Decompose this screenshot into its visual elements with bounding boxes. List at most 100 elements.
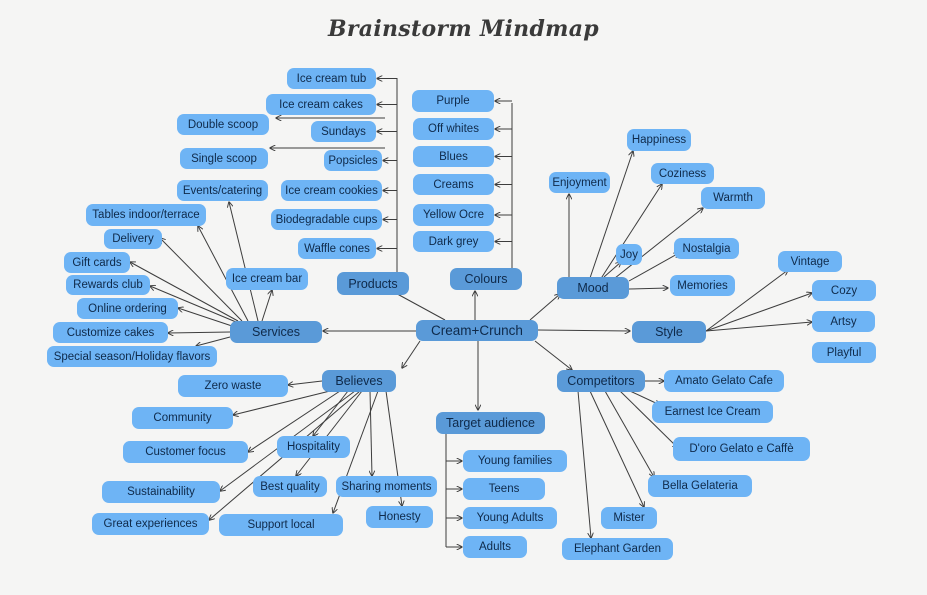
colours-item-creams[interactable]: Creams: [413, 174, 494, 195]
products-item-popsicles[interactable]: Popsicles: [324, 150, 382, 171]
believes-item-sustainability[interactable]: Sustainability: [102, 481, 220, 503]
competitors-item-elephant-garden[interactable]: Elephant Garden: [562, 538, 673, 560]
competitors-item-d-oro-gelato-e-caff[interactable]: D'oro Gelato e Caffè: [673, 437, 810, 461]
colours-item-blues[interactable]: Blues: [413, 146, 494, 167]
edge-mood-1: [589, 151, 633, 279]
products-item-ice-cream-tub[interactable]: Ice cream tub: [287, 68, 376, 89]
edge-believes-5: [296, 390, 363, 476]
category-target[interactable]: Target audience: [436, 412, 545, 434]
colours-item-off-whites[interactable]: Off whites: [413, 118, 494, 140]
believes-item-best-quality[interactable]: Best quality: [253, 476, 327, 497]
target-item-young-families[interactable]: Young families: [463, 450, 567, 472]
services-item-tables-indoor-terrace[interactable]: Tables indoor/terrace: [86, 204, 206, 226]
competitors-item-earnest-ice-cream[interactable]: Earnest Ice Cream: [652, 401, 773, 423]
category-mood[interactable]: Mood: [557, 277, 629, 299]
services-item-online-ordering[interactable]: Online ordering: [77, 298, 178, 319]
edge-center-to-style: [537, 330, 630, 331]
services-item-customize-cakes[interactable]: Customize cakes: [53, 322, 168, 343]
mood-item-memories[interactable]: Memories: [670, 275, 735, 296]
edge-competitors-2: [619, 390, 678, 448]
target-item-teens[interactable]: Teens: [463, 478, 545, 500]
services-item-single-scoop[interactable]: Single scoop: [180, 148, 268, 169]
colours-item-dark-grey[interactable]: Dark grey: [413, 231, 494, 252]
products-item-waffle-cones[interactable]: Waffle cones: [298, 238, 376, 259]
category-competitors[interactable]: Competitors: [557, 370, 645, 392]
products-item-ice-cream-cookies[interactable]: Ice cream cookies: [281, 180, 382, 201]
edge-services-5: [130, 262, 239, 322]
services-item-gift-cards[interactable]: Gift cards: [64, 252, 130, 273]
edge-mood-3: [609, 208, 703, 283]
mood-item-happiness[interactable]: Happiness: [627, 129, 691, 151]
competitors-item-amato-gelato-cafe[interactable]: Amato Gelato Cafe: [664, 370, 784, 392]
page-title: Brainstorm Mindmap: [328, 16, 599, 42]
edge-services-9: [196, 336, 231, 346]
target-item-adults[interactable]: Adults: [463, 536, 527, 558]
edge-style-2: [705, 322, 812, 332]
edge-services-2: [229, 202, 259, 322]
competitors-item-bella-gelateria[interactable]: Bella Gelateria: [648, 475, 752, 497]
products-item-biodegradable-cups[interactable]: Biodegradable cups: [271, 209, 382, 230]
style-item-playful[interactable]: Playful: [812, 342, 876, 363]
edge-style-0: [705, 270, 788, 332]
edge-services-4: [160, 238, 243, 322]
edge-services-8: [168, 332, 231, 333]
mood-item-nostalgia[interactable]: Nostalgia: [674, 238, 739, 259]
edge-services-3: [198, 226, 249, 322]
edge-center-to-mood: [529, 294, 560, 321]
category-services[interactable]: Services: [230, 321, 322, 343]
mood-item-joy[interactable]: Joy: [616, 244, 642, 265]
believes-item-sharing-moments[interactable]: Sharing moments: [336, 476, 437, 497]
edge-believes-6: [370, 390, 372, 476]
edge-competitors-3: [604, 390, 654, 477]
edge-mood-5: [628, 253, 679, 282]
edge-services-10: [261, 290, 272, 322]
believes-item-honesty[interactable]: Honesty: [366, 506, 433, 528]
mood-item-enjoyment[interactable]: Enjoyment: [549, 172, 610, 193]
colours-item-yellow-ocre[interactable]: Yellow Ocre: [413, 204, 494, 226]
category-colours[interactable]: Colours: [450, 268, 522, 290]
edge-mood-2: [599, 184, 662, 281]
edge-believes-1: [233, 390, 331, 415]
category-style[interactable]: Style: [632, 321, 706, 343]
believes-item-customer-focus[interactable]: Customer focus: [123, 441, 248, 463]
believes-item-great-experiences[interactable]: Great experiences: [92, 513, 209, 535]
category-believes[interactable]: Believes: [322, 370, 396, 392]
services-item-delivery[interactable]: Delivery: [104, 229, 162, 249]
style-item-vintage[interactable]: Vintage: [778, 251, 842, 272]
edge-center-to-competitors: [534, 340, 572, 370]
edge-believes-3: [313, 390, 349, 436]
category-products[interactable]: Products: [337, 272, 409, 295]
believes-item-support-local[interactable]: Support local: [219, 514, 343, 536]
style-item-artsy[interactable]: Artsy: [812, 311, 875, 332]
services-item-events-catering[interactable]: Events/catering: [177, 180, 268, 201]
style-item-cozy[interactable]: Cozy: [812, 280, 876, 301]
edge-competitors-5: [577, 390, 591, 538]
products-item-ice-cream-cakes[interactable]: Ice cream cakes: [266, 94, 376, 115]
edge-competitors-4: [589, 390, 644, 507]
competitors-item-mister[interactable]: Mister: [601, 507, 657, 529]
products-item-sundays[interactable]: Sundays: [311, 121, 376, 142]
target-item-young-adults[interactable]: Young Adults: [463, 507, 557, 529]
mood-item-coziness[interactable]: Coziness: [651, 163, 714, 184]
services-item-ice-cream-bar[interactable]: Ice cream bar: [226, 268, 308, 290]
edge-style-1: [705, 293, 812, 332]
edge-center-to-products: [390, 290, 446, 321]
edge-mood-4: [603, 262, 621, 278]
believes-item-zero-waste[interactable]: Zero waste: [178, 375, 288, 397]
believes-item-community[interactable]: Community: [132, 407, 233, 429]
edge-services-6: [150, 286, 237, 323]
believes-item-hospitality[interactable]: Hospitality: [277, 436, 350, 458]
center-node-cream-crunch[interactable]: Cream+Crunch: [416, 320, 538, 341]
services-item-special-season-holiday-flavors[interactable]: Special season/Holiday flavors: [47, 346, 217, 367]
edge-believes-0: [288, 380, 323, 385]
colours-item-purple[interactable]: Purple: [412, 90, 494, 112]
edge-believes-2: [248, 390, 341, 452]
edge-center-to-believes: [402, 340, 421, 368]
mood-item-warmth[interactable]: Warmth: [701, 187, 765, 209]
services-item-double-scoop[interactable]: Double scoop: [177, 114, 269, 135]
edge-services-7: [178, 308, 233, 327]
services-item-rewards-club[interactable]: Rewards club: [66, 275, 150, 295]
edge-mood-6: [628, 288, 668, 289]
